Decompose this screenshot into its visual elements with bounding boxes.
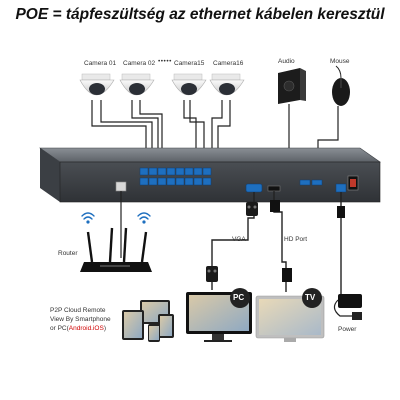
camera-lens — [129, 83, 145, 95]
hdmi-connector — [270, 200, 280, 212]
usb-port — [299, 179, 311, 186]
power-socket — [335, 183, 347, 193]
lan-port — [115, 181, 127, 192]
nvr-recorder — [39, 147, 381, 203]
pc-badge — [230, 288, 250, 308]
camera-lens — [181, 83, 197, 95]
p2p-line-3-prefix: or PC( — [50, 325, 69, 332]
wifi-icon — [137, 212, 151, 224]
vga-connector — [206, 266, 218, 282]
tv-badge-label: TV — [305, 293, 316, 302]
nvr-top — [39, 147, 381, 163]
camera-lens — [219, 83, 235, 95]
camera-16 — [209, 73, 245, 96]
power-connector — [337, 206, 345, 218]
nvr-front — [59, 161, 381, 203]
vga-label: VGA — [232, 236, 246, 243]
vga-port — [245, 183, 263, 193]
page-title: POE = tápfeszültség az ethernet kábelen … — [15, 6, 385, 23]
router-icon — [80, 227, 152, 272]
power-label: Power — [338, 326, 357, 333]
speaker-icon — [278, 68, 306, 104]
camera-15 — [171, 73, 207, 96]
camera-label: Camera 01 — [84, 60, 117, 67]
camera-1 — [79, 73, 115, 96]
hdport-label: HD Port — [284, 236, 308, 243]
p2p-line-2: View By Smartphone — [50, 316, 111, 323]
camera-base — [121, 73, 151, 81]
hdmi-port — [267, 185, 281, 192]
hdmi-connector — [282, 268, 292, 282]
camera-base — [173, 73, 203, 81]
router-label: Router — [58, 250, 78, 257]
p2p-caption: P2P Cloud Remote View By Smartphone or P… — [50, 306, 111, 333]
camera-base — [211, 73, 241, 81]
p2p-line-3-suffix: ) — [103, 325, 106, 332]
audio-label: Audio — [278, 58, 295, 65]
usb-port — [311, 179, 323, 186]
mouse-icon — [332, 65, 350, 106]
poe-ports — [139, 167, 212, 186]
p2p-os-highlight: Android.iOS — [68, 325, 104, 332]
nvr-side — [40, 148, 60, 202]
camera-label: Camera 02 — [123, 60, 156, 67]
camera-cables — [91, 100, 339, 180]
tv-badge — [302, 288, 322, 308]
power-switch-rocker — [350, 179, 356, 187]
camera-base — [81, 73, 111, 81]
p2p-line-3: or PC(Android.iOS) — [50, 324, 111, 333]
camera-label: Camera15 — [174, 60, 205, 67]
camera-dots: ••••• — [158, 58, 172, 65]
camera-2 — [119, 73, 155, 96]
camera-label: Camera16 — [213, 60, 244, 67]
p2p-line-1: P2P Cloud Remote — [50, 307, 106, 314]
vga-connector — [246, 202, 258, 216]
pc-badge-label: PC — [233, 293, 245, 302]
mouse-label: Mouse — [330, 58, 350, 65]
wifi-icon — [81, 212, 95, 224]
device-cluster — [122, 300, 174, 342]
camera-lens — [89, 83, 105, 95]
power-adapter-icon — [333, 294, 362, 320]
